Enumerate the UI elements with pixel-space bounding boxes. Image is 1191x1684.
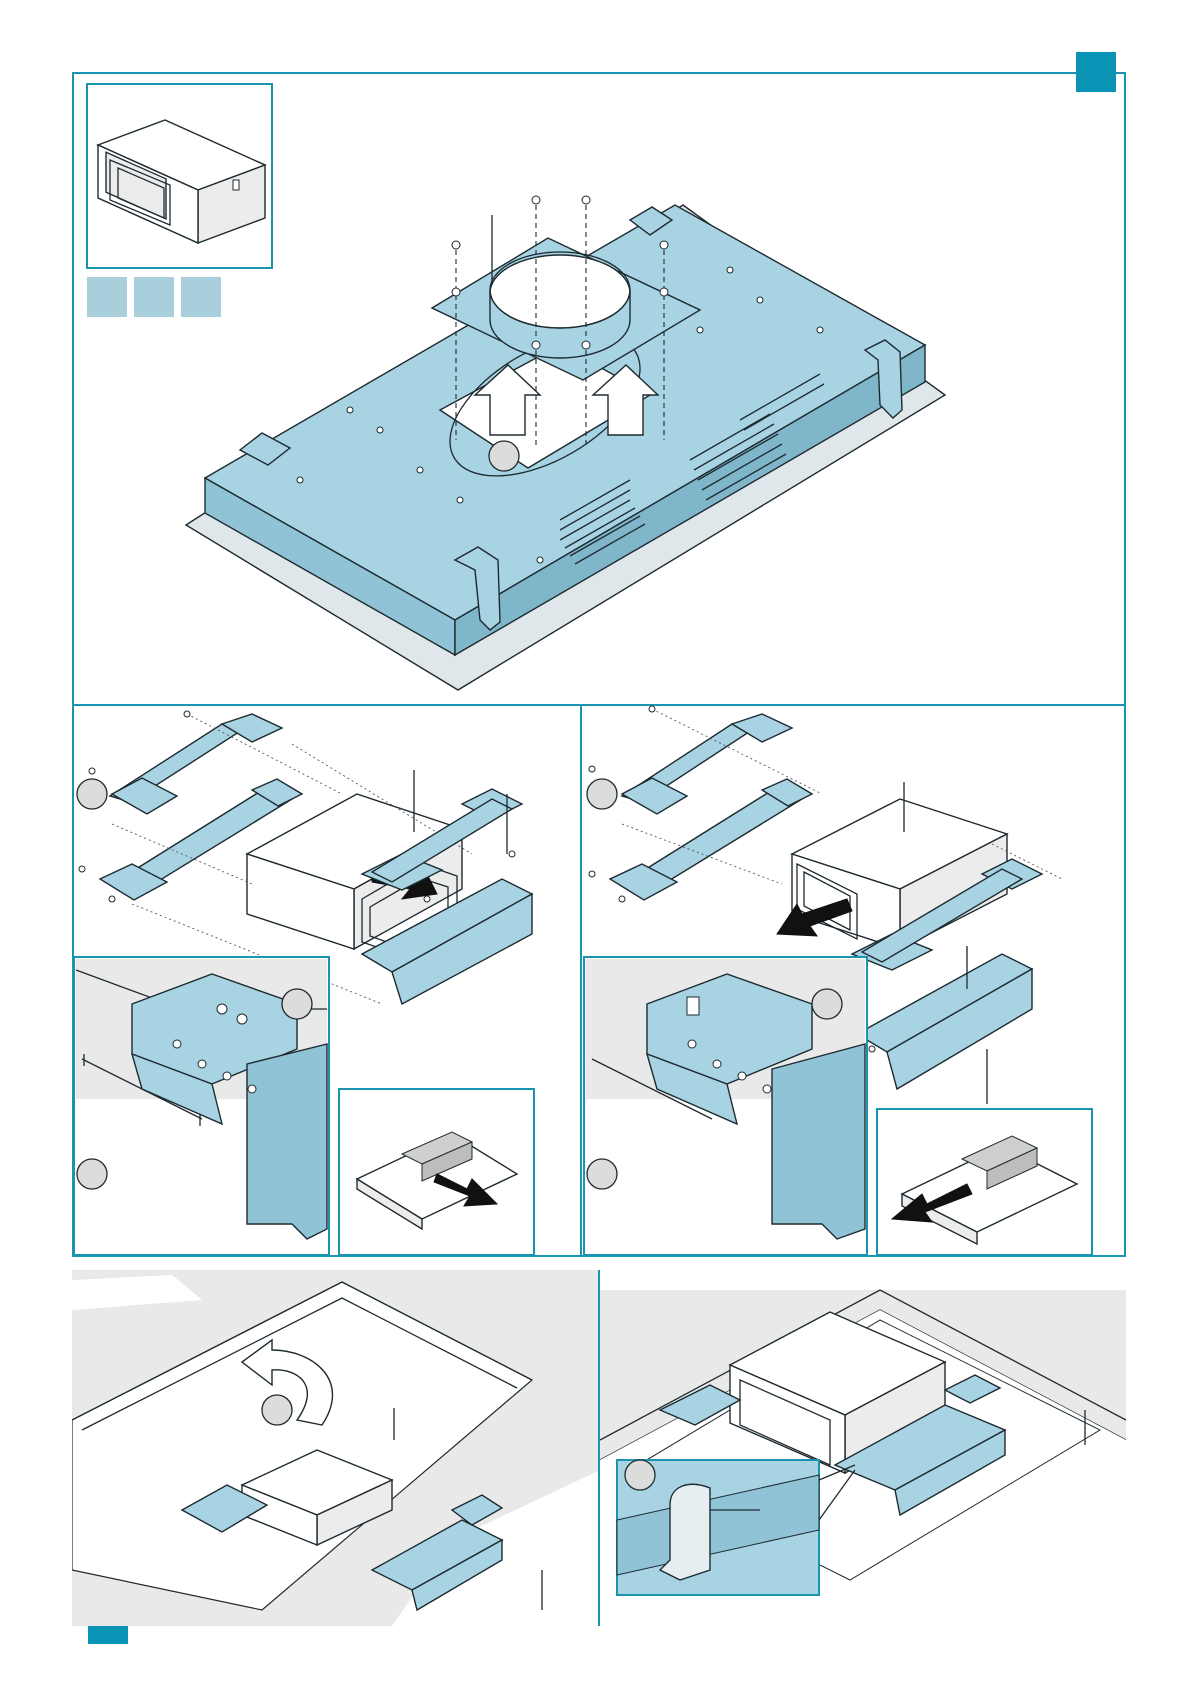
middle-right-panel — [582, 704, 1126, 1257]
middle-left-illustration — [72, 704, 582, 1257]
right-lower-bracket — [857, 954, 1032, 1089]
step-marker-middle-left-c — [77, 1159, 107, 1189]
step-marker-middle-right-a — [587, 779, 617, 809]
middle-right-illustration — [582, 704, 1126, 1257]
step-marker-middle-left-a — [77, 779, 107, 809]
reference-tile-3 — [181, 277, 221, 317]
step-marker-middle-right-b — [812, 989, 842, 1019]
reference-tiles — [87, 277, 221, 317]
bottom-left-illustration — [72, 1270, 600, 1626]
middle-left-panel — [72, 704, 582, 1257]
extractor-box — [792, 799, 1007, 949]
step-marker-bottom-left — [262, 1395, 292, 1425]
step-marker-middle-right-c — [587, 1159, 617, 1189]
step-marker-bottom-right — [625, 1460, 655, 1490]
step-marker-top — [489, 441, 519, 471]
bottom-right-panel — [600, 1270, 1126, 1626]
reference-tile-2 — [134, 277, 174, 317]
step-marker-middle-left-b — [282, 989, 312, 1019]
bottom-left-panel — [72, 1270, 600, 1626]
top-section-illustration — [0, 0, 1191, 710]
reference-tile-1 — [87, 277, 127, 317]
bottom-right-illustration — [600, 1270, 1126, 1626]
